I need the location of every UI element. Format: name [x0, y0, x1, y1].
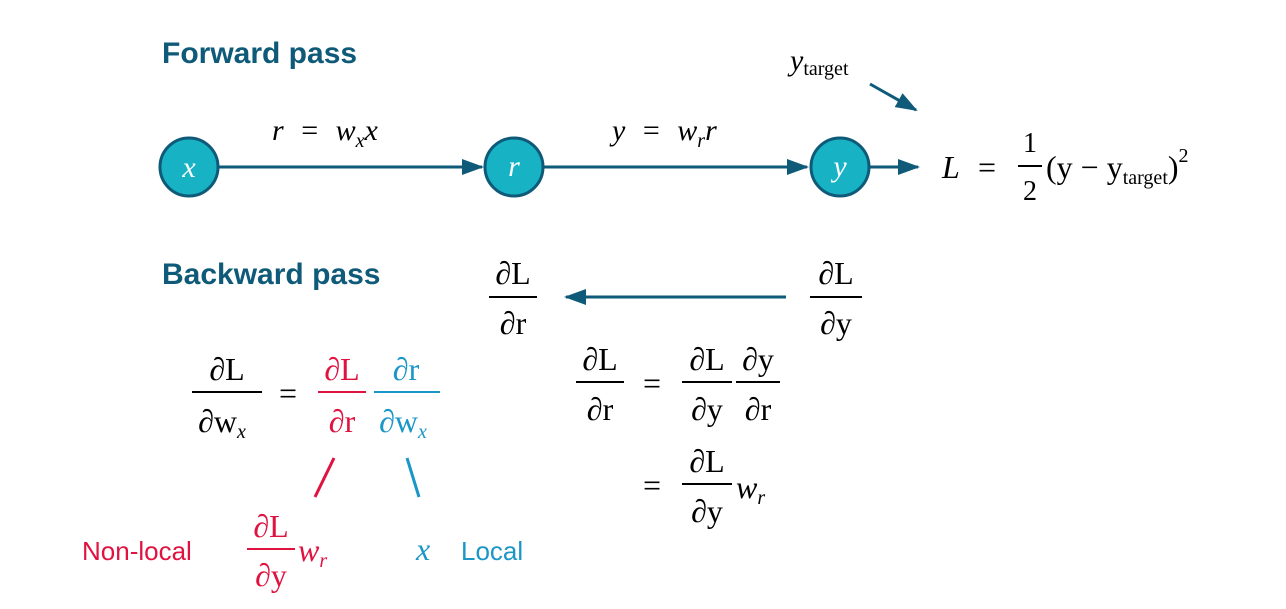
svg-text:∂y: ∂y	[742, 341, 774, 377]
chain-rule-node: ∂L ∂r = ∂L ∂y ∂y ∂r = ∂L ∂y wr	[576, 341, 780, 529]
svg-text:∂L: ∂L	[253, 508, 288, 544]
svg-text:∂L: ∂L	[582, 341, 617, 377]
local-label: Local	[461, 536, 523, 566]
svg-text:∂y: ∂y	[820, 305, 852, 341]
edge-x-r-equation: r = wxx	[272, 114, 379, 152]
node-x: x	[158, 136, 220, 198]
local-connector	[405, 457, 421, 498]
svg-text:∂y: ∂y	[255, 557, 287, 593]
svg-text:∂wx: ∂wx	[379, 403, 427, 443]
svg-text:wr: wr	[736, 469, 765, 509]
svg-text:∂L: ∂L	[209, 351, 244, 387]
svg-text:∂L: ∂L	[324, 351, 359, 387]
svg-text:=: =	[978, 149, 996, 185]
node-y: y	[809, 136, 871, 198]
grad-dL-dy-top: ∂L ∂y	[810, 255, 862, 341]
svg-text:=: =	[643, 365, 661, 401]
svg-text:y: y	[830, 150, 847, 183]
nonlocal-term: ∂L ∂y wr	[247, 508, 327, 593]
svg-text:1: 1	[1023, 128, 1037, 159]
svg-text:wr: wr	[298, 532, 327, 572]
svg-text:∂r: ∂r	[587, 391, 614, 427]
y-target-label: ytarget	[787, 44, 849, 80]
svg-text:∂y: ∂y	[691, 391, 723, 427]
svg-text:∂y: ∂y	[691, 493, 723, 529]
svg-text:∂r: ∂r	[745, 391, 772, 427]
edge-r-y-equation: y = wrr	[609, 114, 717, 152]
nonlocal-label: Non-local	[82, 536, 192, 566]
svg-text:∂L: ∂L	[689, 341, 724, 377]
local-term: x	[415, 531, 430, 567]
svg-text:∂r: ∂r	[393, 351, 420, 387]
svg-text:r: r	[508, 150, 520, 183]
chain-rule-weight: ∂L ∂wx = ∂L ∂r ∂r ∂wx	[192, 351, 440, 443]
svg-text:∂r: ∂r	[329, 403, 356, 439]
svg-text:∂L: ∂L	[495, 255, 530, 291]
svg-text:∂r: ∂r	[500, 305, 527, 341]
forward-pass-heading: Forward pass	[162, 37, 357, 70]
svg-text:2: 2	[1023, 176, 1037, 207]
svg-text:∂L: ∂L	[818, 255, 853, 291]
svg-text:(y − ytarget)2: (y − ytarget)2	[1046, 145, 1189, 189]
loss-formula: L = 1 2 (y − ytarget)2	[941, 128, 1189, 207]
svg-text:=: =	[643, 467, 661, 503]
svg-text:∂wx: ∂wx	[198, 403, 246, 443]
target-arrow	[869, 82, 918, 112]
svg-text:=: =	[279, 375, 297, 411]
backward-pass-heading: Backward pass	[162, 258, 380, 291]
svg-text:∂L: ∂L	[689, 443, 724, 479]
nonlocal-connector	[313, 457, 336, 498]
svg-text:L: L	[941, 149, 960, 185]
svg-text:x: x	[181, 151, 196, 184]
node-r: r	[483, 136, 545, 198]
grad-dL-dr-top: ∂L ∂r	[489, 255, 537, 341]
